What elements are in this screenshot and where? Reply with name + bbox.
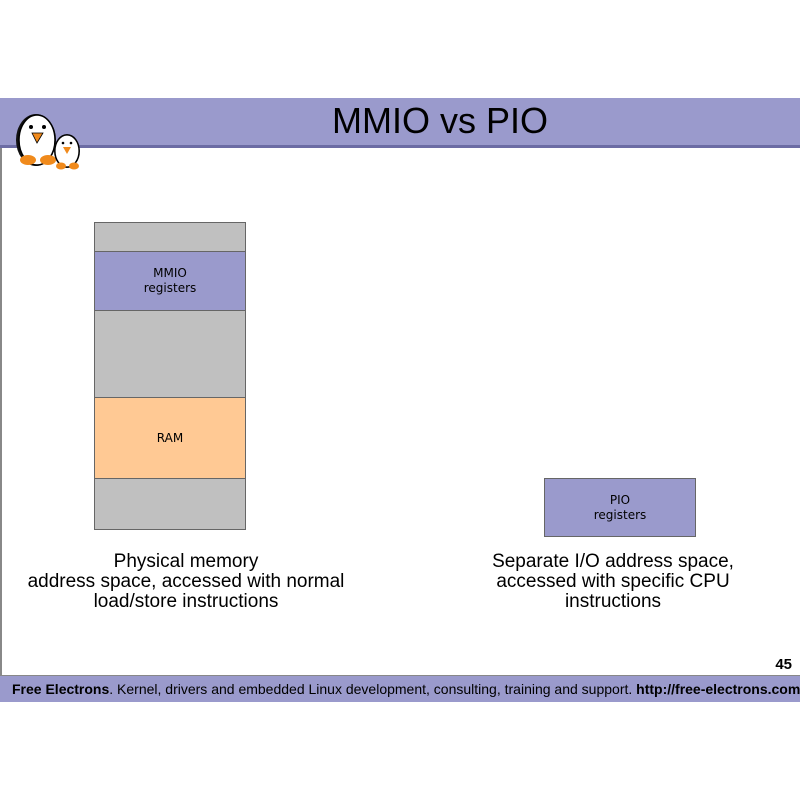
penguins-logo-icon [16,114,80,170]
footer: Free Electrons. Kernel, drivers and embe… [0,676,800,702]
caption-line: address space, accessed with normal [27,571,345,592]
caption-line: Physical memory [113,551,259,572]
memory-gray-region [94,478,246,530]
memory-gray-region [94,222,246,252]
slide: MMIO vs PIO MMIO registers RAM PIO regis… [0,98,800,702]
footer-text: . Kernel, drivers and embedded Linux dev… [109,681,637,697]
mmio-label-2: registers [143,281,197,295]
pio-label-2: registers [593,507,647,522]
mmio-registers-block: MMIO registers [94,251,246,311]
footer-brand: Free Electrons [12,681,110,697]
caption-line: Separate I/O address space, [492,551,734,572]
slide-frame [0,148,800,676]
left-caption: Physical memory address space, accessed … [0,552,372,612]
slide-title: MMIO vs PIO [332,100,548,141]
ram-block: RAM [94,397,246,479]
mmio-label: MMIO [153,266,187,280]
page-number: 45 [775,656,792,673]
slide-header: MMIO vs PIO [0,98,800,170]
caption-line: load/store instructions [93,591,279,612]
pio-registers-block: PIO registers [544,478,696,537]
pio-label: PIO [609,492,631,507]
caption-line: instructions [564,591,662,612]
caption-line: accessed with specific CPU [496,571,730,592]
footer-url-link[interactable]: http://free-electrons.com [636,681,800,697]
memory-gray-region [94,310,246,398]
right-caption: Separate I/O address space, accessed wit… [433,552,793,612]
ram-label: RAM [156,430,184,445]
